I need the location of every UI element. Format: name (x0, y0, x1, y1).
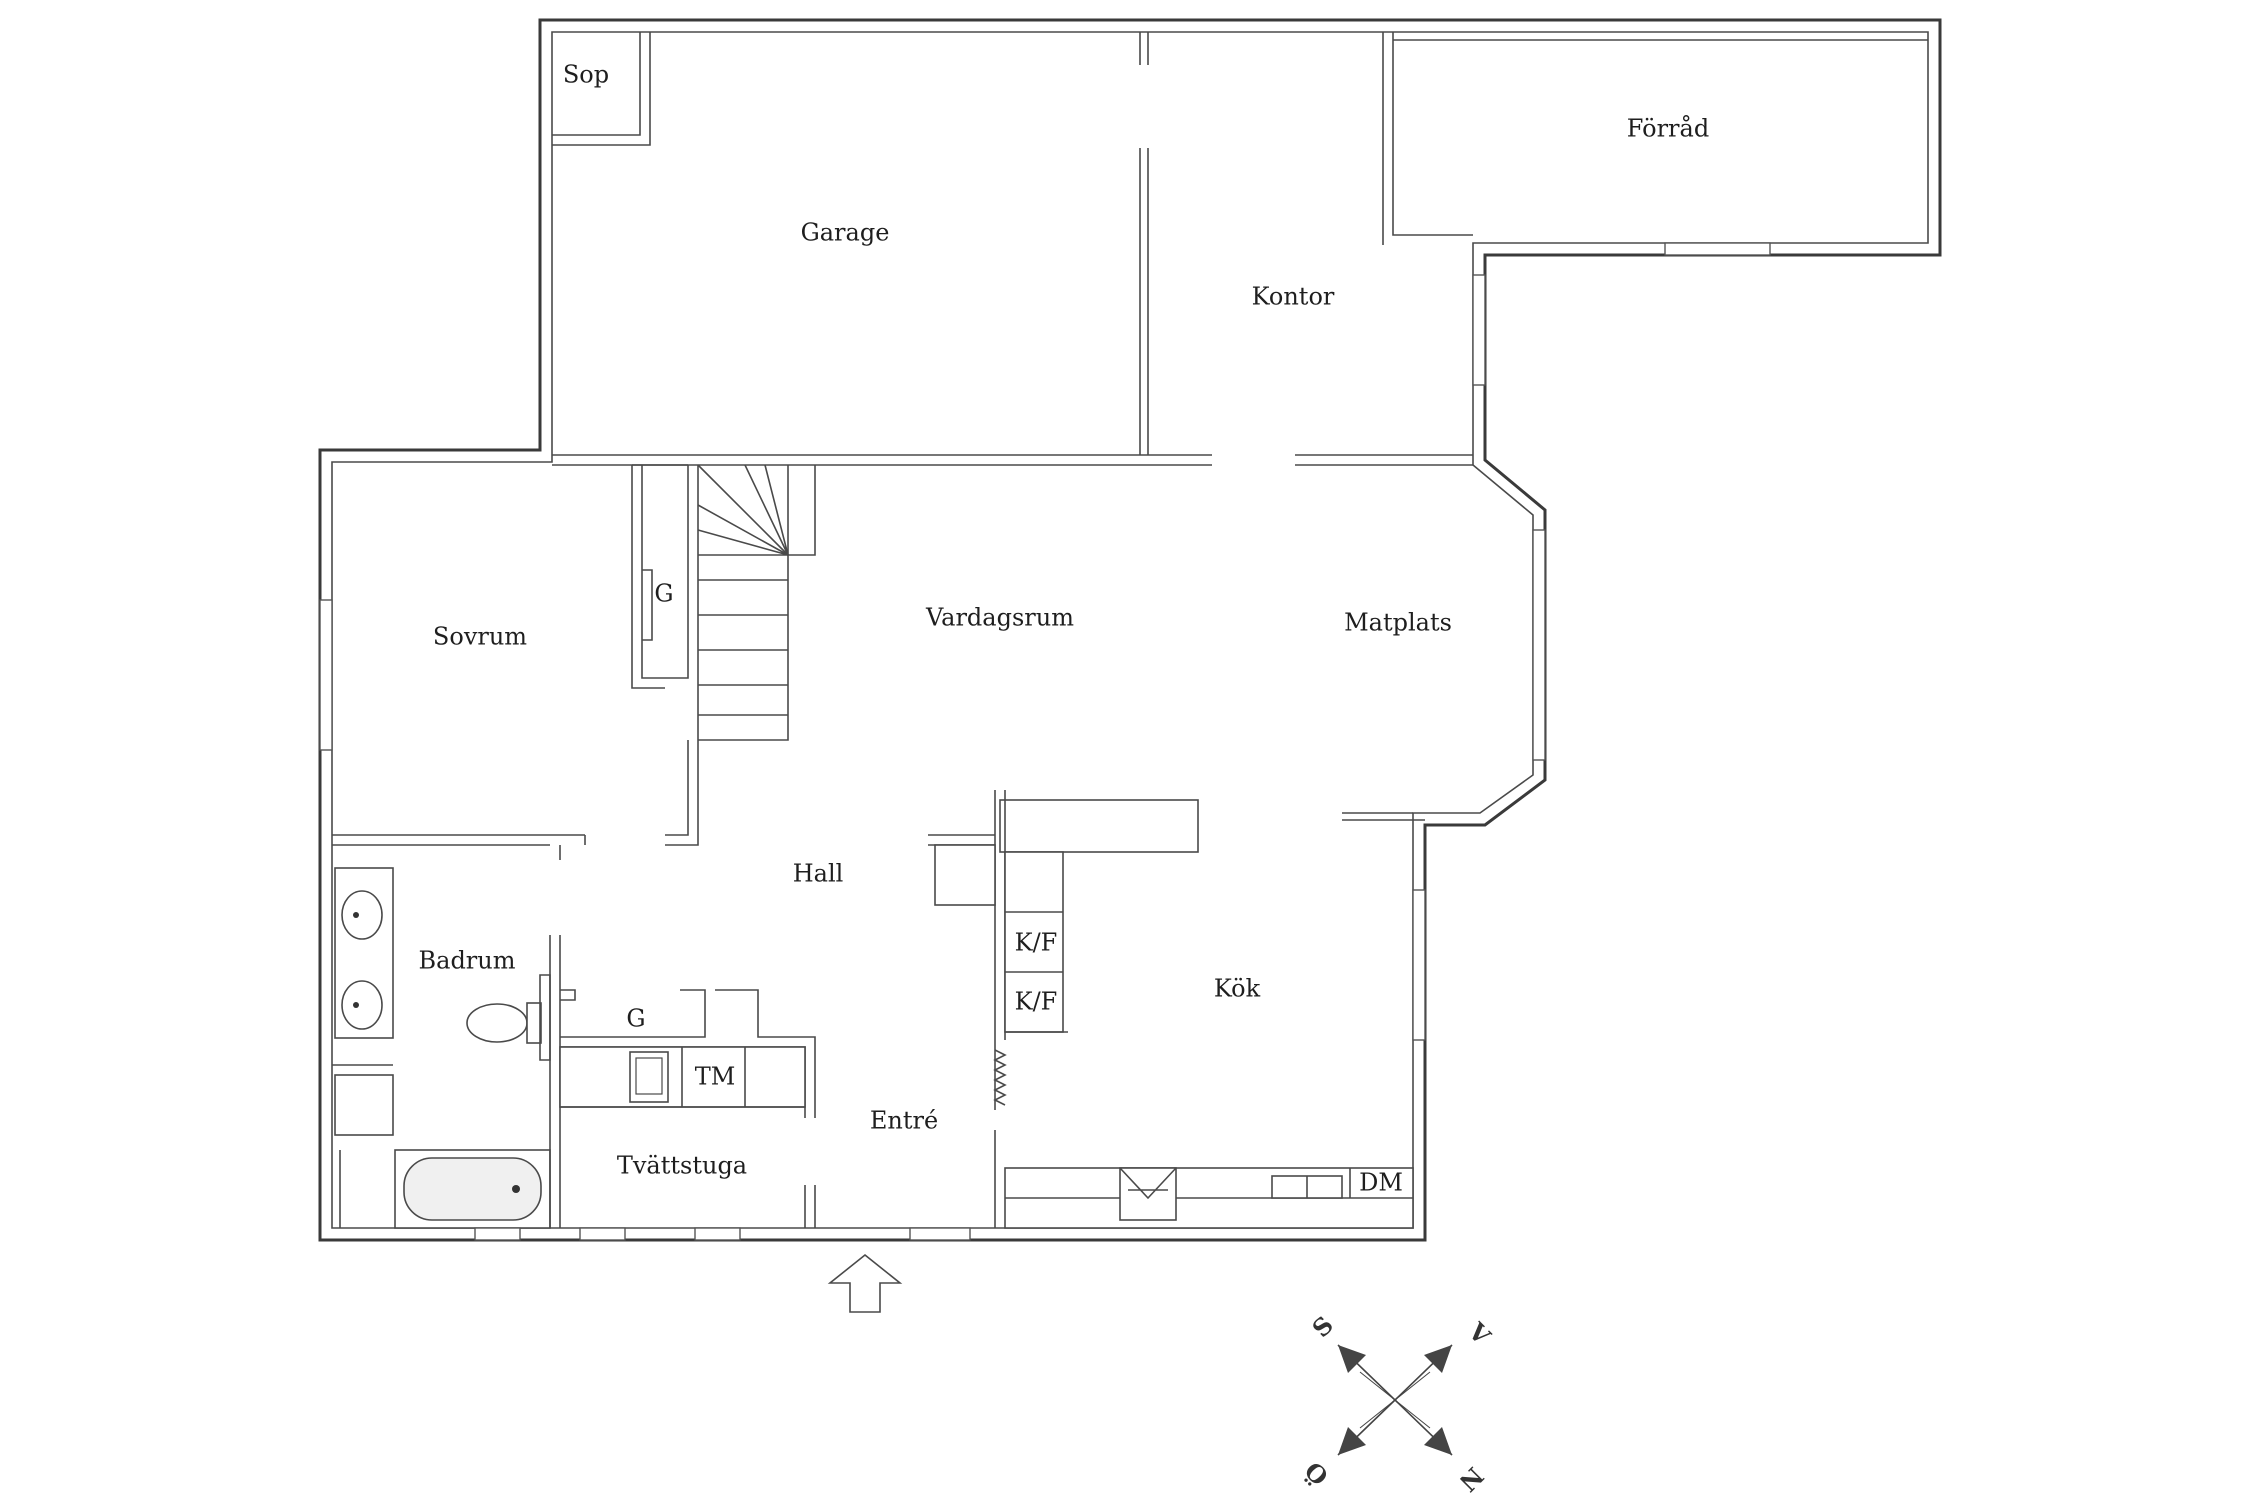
room-label-kok: Kök (1214, 975, 1261, 1003)
room-label-matplats: Matplats (1344, 609, 1452, 637)
compass-labels: S V Ö N (1299, 1310, 1497, 1497)
compass-label-n: N (1453, 1461, 1489, 1497)
room-label-closet-upper: G (654, 580, 673, 608)
compass-label-v: V (1462, 1316, 1497, 1351)
room-label-tm: TM (695, 1063, 736, 1091)
room-label-vardagsrum: Vardagsrum (925, 604, 1074, 632)
room-label-sop: Sop (563, 61, 609, 89)
compass-rose-icon (1337, 1344, 1453, 1456)
room-label-entre: Entré (870, 1107, 938, 1135)
outer-walls (318, 18, 1942, 1242)
compass-label-s: S (1306, 1310, 1339, 1343)
room-label-dm: DM (1359, 1169, 1403, 1197)
room-label-kontor: Kontor (1252, 283, 1335, 311)
room-label-fridge-freezer-1: K/F (1015, 929, 1058, 957)
room-label-garage: Garage (801, 219, 890, 247)
entry-arrow-icon (827, 1253, 903, 1313)
compass-label-o: Ö (1299, 1456, 1334, 1491)
bath-laundry-fixtures (332, 867, 816, 1229)
room-label-sovrum: Sovrum (433, 623, 527, 651)
room-label-tvattstuga: Tvättstuga (617, 1152, 747, 1180)
windows (319, 242, 1771, 1241)
room-label-hall: Hall (793, 860, 844, 888)
interior-walls-upper (552, 32, 1928, 466)
interior-walls-middle (332, 464, 1425, 860)
room-labels: Sop Garage Kontor Förråd Sovrum G Vardag… (419, 61, 1710, 1197)
room-label-badrum: Badrum (419, 947, 516, 975)
room-label-fridge-freezer-2: K/F (1015, 988, 1058, 1016)
room-label-closet-lower: G (626, 1005, 645, 1033)
room-label-forrad: Förråd (1627, 114, 1709, 143)
kitchen-fixtures (928, 790, 1414, 1229)
